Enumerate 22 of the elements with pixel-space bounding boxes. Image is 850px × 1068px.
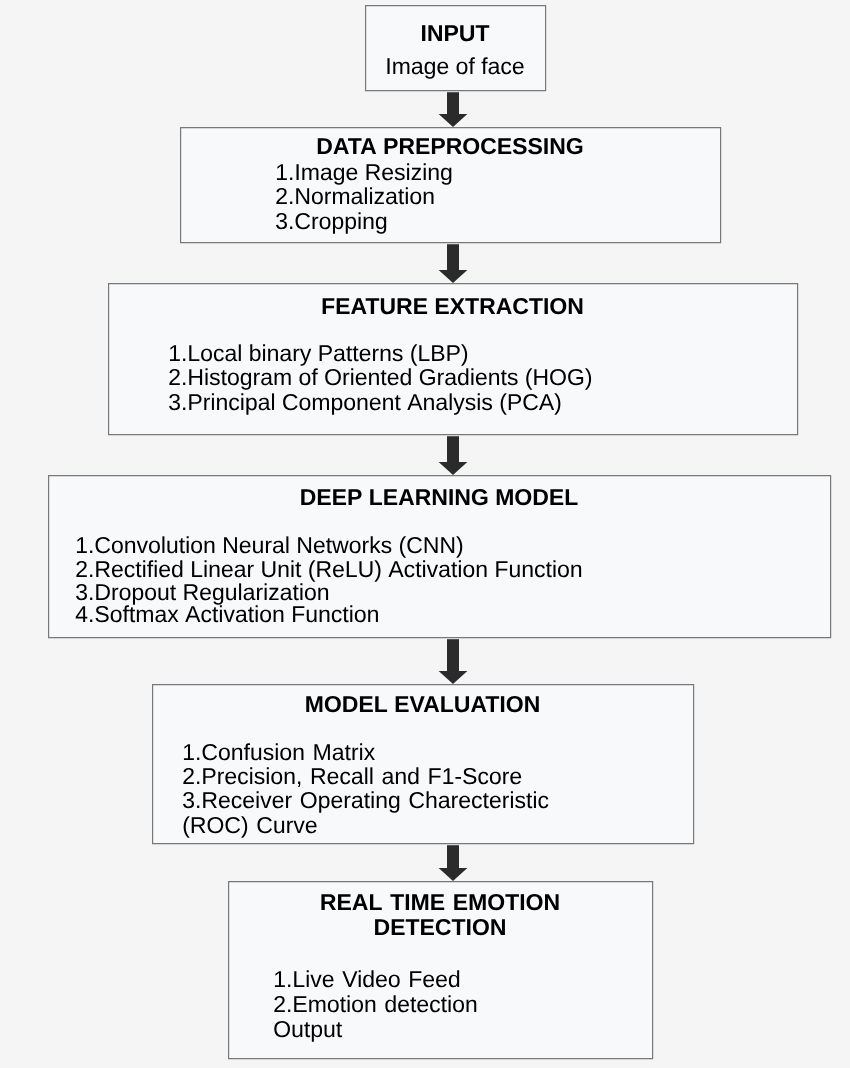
list-item: 2.Normalization [276,187,434,205]
box-heading: INPUT [422,25,490,42]
list-item: 2.Rectified Linear Unit (ReLU) Activation Function [76,560,582,582]
box-heading: REAL TIME EMOTION DETECTION [321,893,559,936]
list-item: Image of face [387,57,524,79]
box-heading: FEATURE EXTRACTION [322,297,583,315]
box-heading: DEEP LEARNING MODEL [301,488,578,506]
list-item: 2.Histogram of Oriented Gradients (HOG) [169,368,592,390]
list-item: 3.Cropping [276,212,387,234]
list-item: 3.Dropout Regularization [76,583,329,605]
list-item: 1.Live Video Feed [274,970,460,988]
list-item: 1.Local binary Patterns (LBP) [169,344,468,366]
list-item: 4.Softmax Activation Function [75,605,378,623]
box-heading: DATA PREPROCESSING [317,137,583,155]
list-item: 1.Convolution Neural Networks (CNN) [76,536,463,558]
list-item: 3.Receiver Operating Charecteristic (ROC) Curve [183,791,549,838]
list-item: 3.Principal Component Analysis (PCA) [169,393,561,415]
list-item: 2.Emotion detection Output [274,995,477,1042]
list-item: 2.Precision, Recall and F1-Score [183,767,522,787]
box-heading: MODEL EVALUATION [306,695,539,713]
list-item: 1.Confusion Matrix [183,743,375,761]
list-item: 1.Image Resizing [276,163,452,185]
